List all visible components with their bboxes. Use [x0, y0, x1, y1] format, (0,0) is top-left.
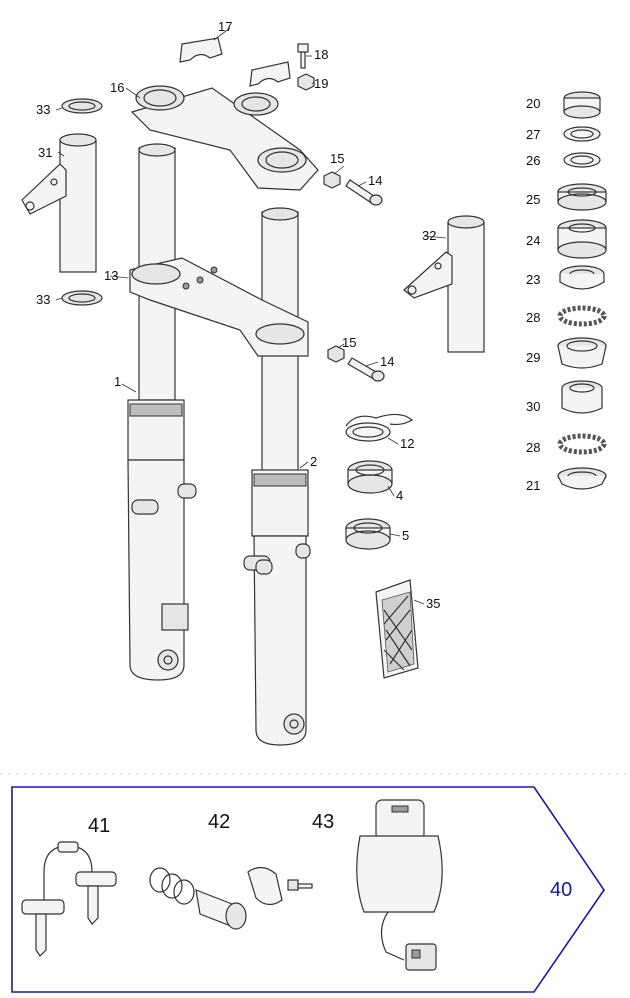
- upper-bearing-cup: [557, 337, 607, 369]
- callout-17: 17: [218, 19, 232, 34]
- ignition-switch: [356, 799, 443, 971]
- callout-18: 18: [314, 47, 328, 62]
- kit-item-43: 43: [312, 811, 334, 833]
- dust-seal: [347, 460, 393, 494]
- callout-30: 30: [526, 399, 540, 414]
- callout-32: 32: [422, 228, 436, 243]
- kit-label-40: 40: [550, 879, 572, 901]
- headlight-bracket-right: [403, 215, 485, 353]
- upper-bearing-cone: [559, 265, 605, 290]
- callout-26: 26: [526, 153, 540, 168]
- callout-27: 27: [526, 127, 540, 142]
- lower-bearing-cone: [557, 467, 607, 490]
- lower-triple-clamp: [129, 257, 309, 357]
- steering-nut: [563, 91, 601, 119]
- pinch-bolt-lower: [327, 345, 385, 382]
- upper-triple-clamp: [130, 85, 319, 191]
- ball-cage-lower: [557, 433, 607, 455]
- kit-item-41: 41: [88, 815, 110, 837]
- clamp-nut: [297, 73, 315, 91]
- lock-washer: [563, 126, 601, 142]
- callout-28-upper: 28: [526, 310, 540, 325]
- callout-4: 4: [396, 488, 403, 503]
- callout-19: 19: [314, 76, 328, 91]
- callout-5: 5: [402, 528, 409, 543]
- pinch-bolt-upper: [323, 171, 383, 206]
- callout-33-bottom: 33: [36, 292, 50, 307]
- fork-leg-left: [127, 143, 197, 681]
- adjusting-ring: [557, 219, 607, 259]
- callout-24: 24: [526, 233, 540, 248]
- spring-clip: [345, 413, 414, 442]
- clamp-bolt: [297, 43, 309, 69]
- callout-1: 1: [114, 374, 121, 389]
- headlight-bracket-left: [21, 98, 103, 306]
- callout-20: 20: [526, 96, 540, 111]
- callout-16: 16: [110, 80, 124, 95]
- kit-item-42: 42: [208, 811, 230, 833]
- spacer-washer: [563, 152, 601, 168]
- ignition-kit-box: 40 41 42: [0, 773, 630, 993]
- fork-leg-right: [243, 207, 311, 746]
- callout-15-upper: 15: [330, 151, 344, 166]
- callout-28-lower: 28: [526, 440, 540, 455]
- callout-23: 23: [526, 272, 540, 287]
- callout-13: 13: [104, 268, 118, 283]
- callout-33-top: 33: [36, 102, 50, 117]
- callout-12: 12: [400, 436, 414, 451]
- handlebar-clamp-caps: [179, 37, 291, 87]
- callout-14-lower: 14: [380, 354, 394, 369]
- ignition-keys: [21, 841, 117, 957]
- callout-14-upper: 14: [368, 173, 382, 188]
- callout-31: 31: [38, 145, 52, 160]
- callout-29: 29: [526, 350, 540, 365]
- slotted-nut: [557, 183, 607, 211]
- reflector-pad: [375, 579, 419, 679]
- lock-cylinder: [149, 866, 313, 930]
- callout-35: 35: [426, 596, 440, 611]
- callout-21: 21: [526, 478, 540, 493]
- callout-2: 2: [310, 454, 317, 469]
- lower-bearing-cup: [561, 380, 603, 414]
- callout-25: 25: [526, 192, 540, 207]
- oil-seal: [345, 518, 391, 550]
- leader-lines: [55, 27, 447, 605]
- callout-15-lower: 15: [342, 335, 356, 350]
- ball-cage-upper: [557, 305, 607, 327]
